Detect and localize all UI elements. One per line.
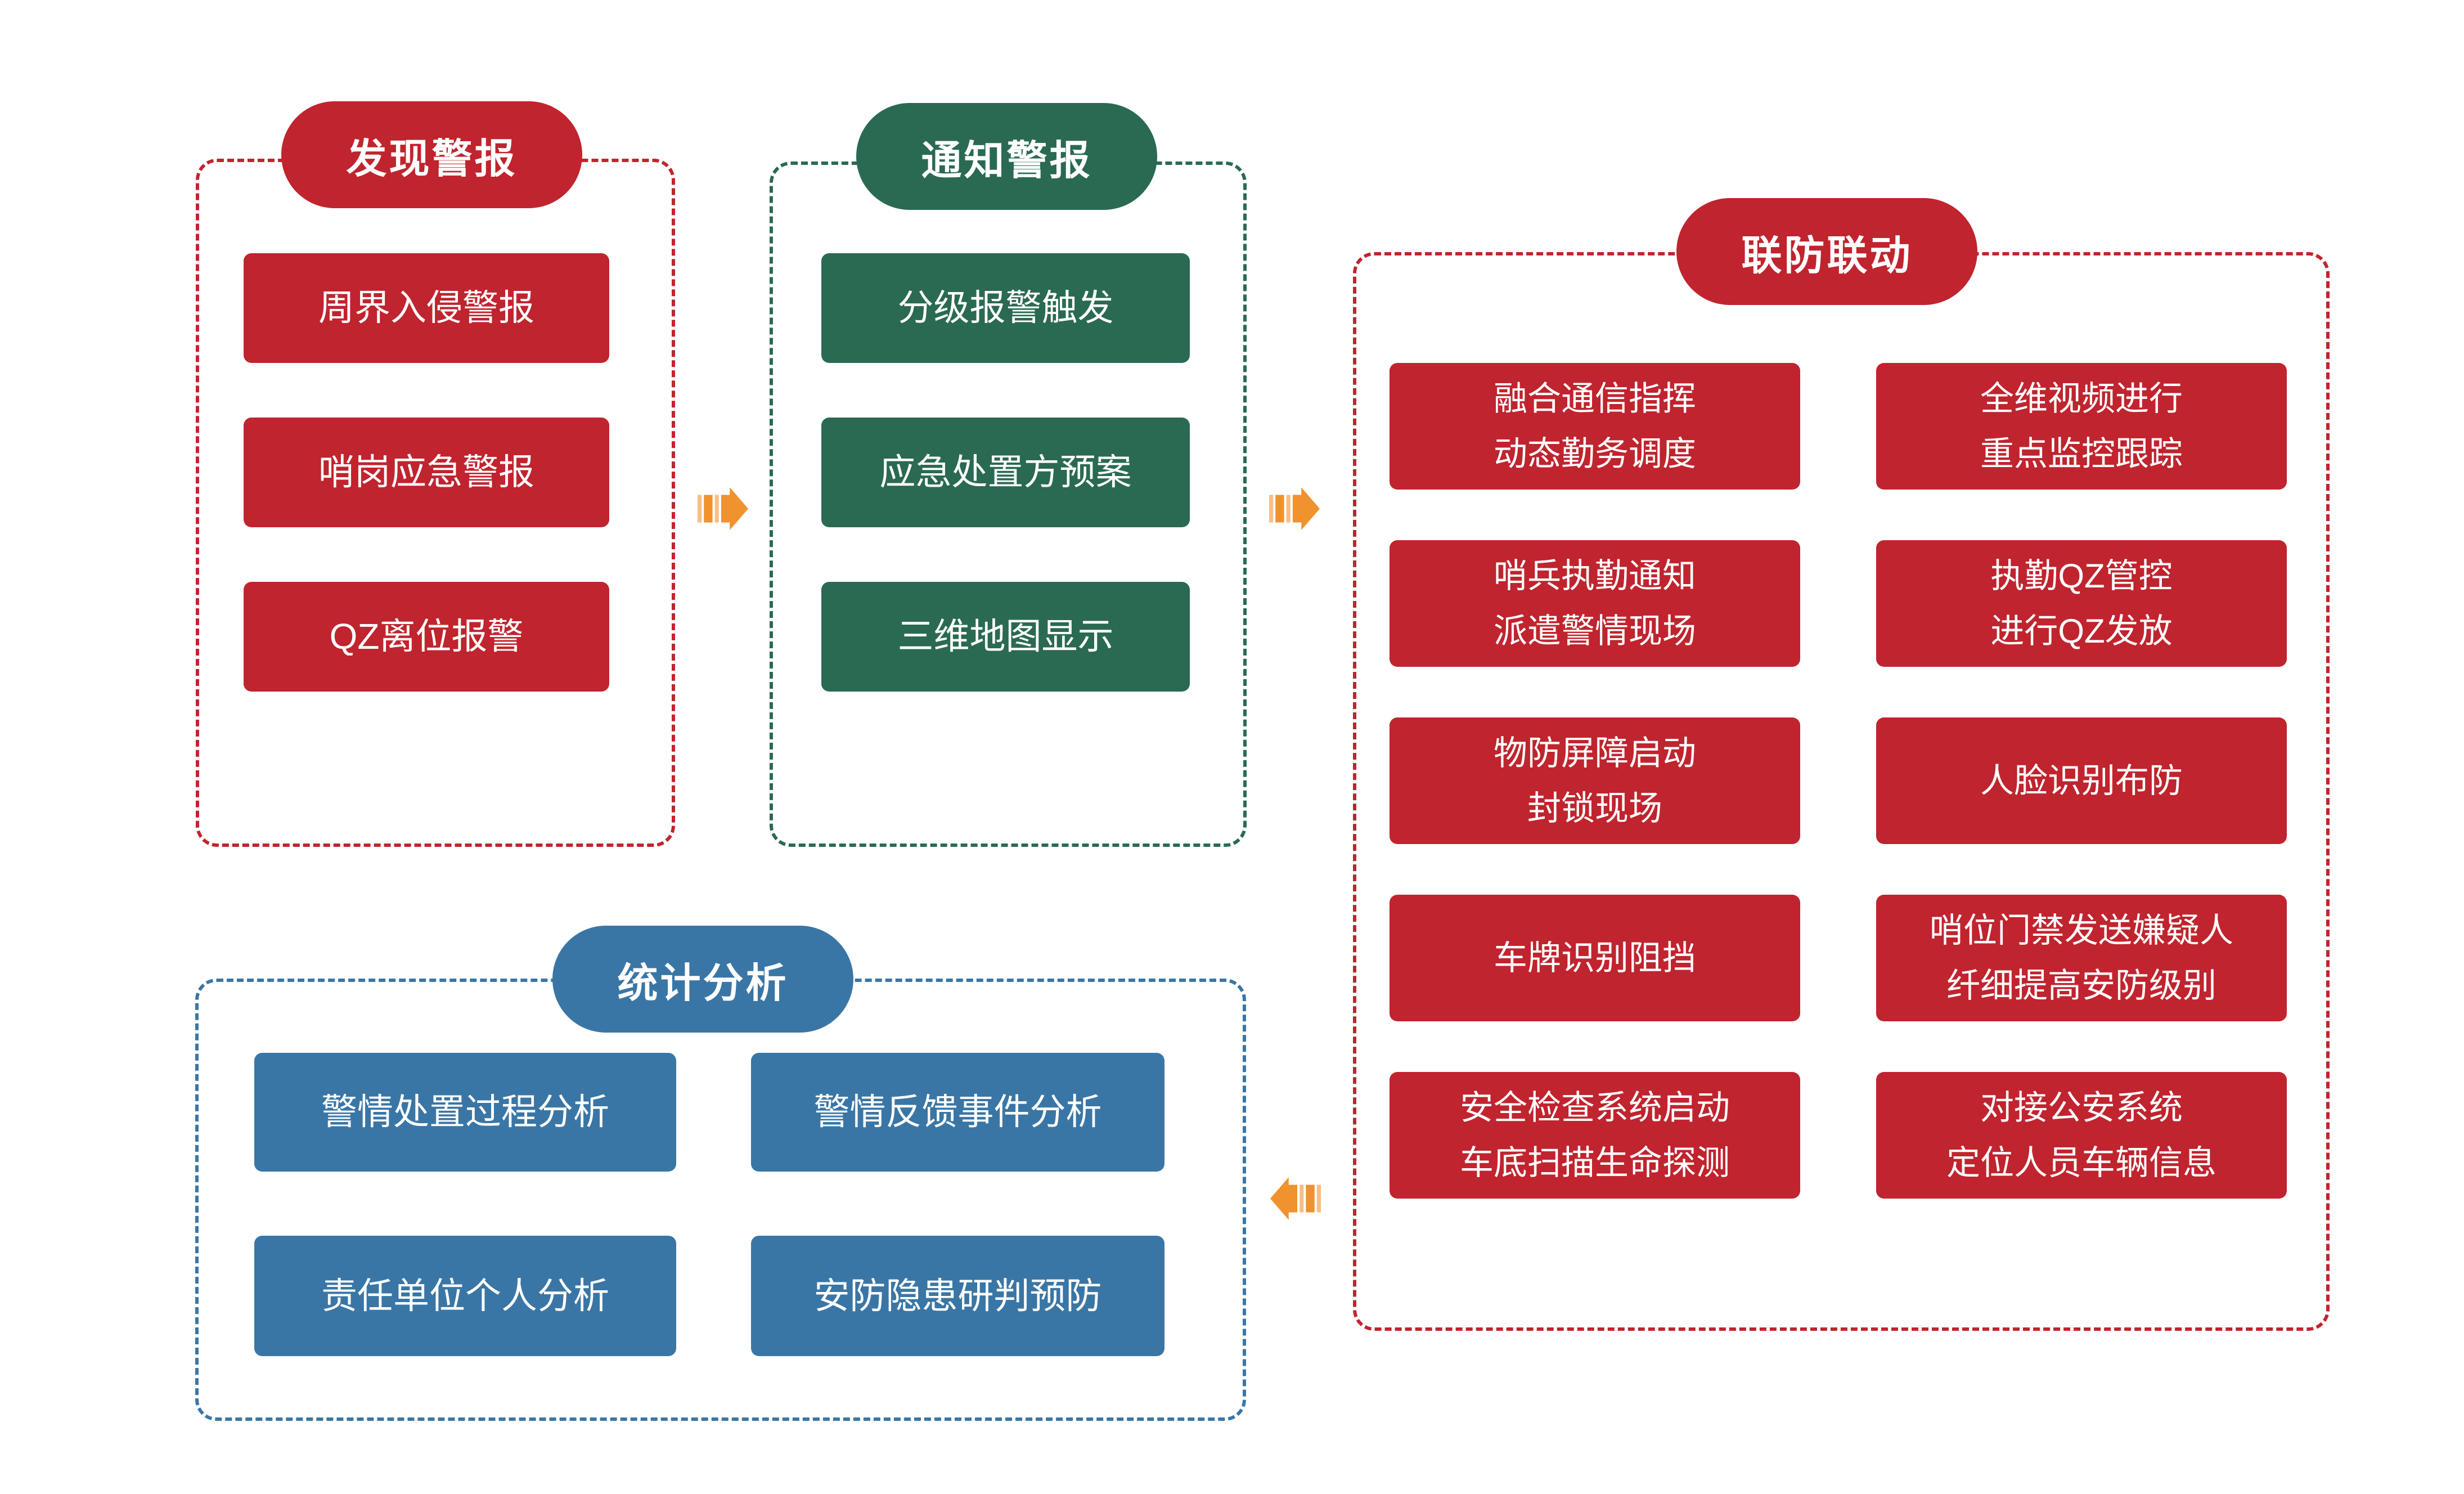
flow-node: 人脸识别布防 [1876,717,2287,844]
flow-node: 分级报警触发 [821,253,1190,363]
group-notify-title: 通知警报 [856,103,1157,210]
flow-node: 警情处置过程分析 [254,1053,676,1172]
flow-arrow-right-icon [698,487,748,530]
flow-node: 安全检查系统启动 车底扫描生命探测 [1390,1072,1800,1199]
flow-node: 三维地图显示 [821,582,1190,692]
flow-node: 哨位门禁发送嫌疑人 纤细提高安防级别 [1876,895,2287,1021]
flow-arrow-right-icon [1269,487,1320,530]
fast-forward-icon [1270,1177,1321,1220]
flow-node: 警情反馈事件分析 [751,1053,1164,1172]
flow-node: 全维视频进行 重点监控跟踪 [1876,363,2287,490]
flow-node: 责任单位个人分析 [254,1236,676,1356]
flow-node: 应急处置方预案 [821,418,1190,527]
fast-forward-icon [1269,487,1320,530]
flow-arrow-left-icon [1270,1177,1321,1220]
flow-node: 周界入侵警报 [244,253,609,363]
flow-node: 执勤QZ管控 进行QZ发放 [1876,540,2287,667]
group-discover-title: 发现警报 [281,101,582,208]
flow-node: 车牌识别阻挡 [1390,895,1800,1021]
flow-node: 哨兵执勤通知 派遣警情现场 [1390,540,1800,667]
flow-node: 融合通信指挥 动态勤务调度 [1390,363,1800,490]
flow-node: 物防屏障启动 封锁现场 [1390,717,1800,844]
group-linkage-title: 联防联动 [1676,198,1977,305]
flow-node: 安防隐患研判预防 [751,1236,1164,1356]
flow-node: QZ离位报警 [244,582,609,692]
group-stats-title: 统计分析 [552,926,853,1033]
flow-node: 哨岗应急警报 [244,418,609,527]
fast-forward-icon [698,487,748,530]
flow-node: 对接公安系统 定位人员车辆信息 [1876,1072,2287,1199]
